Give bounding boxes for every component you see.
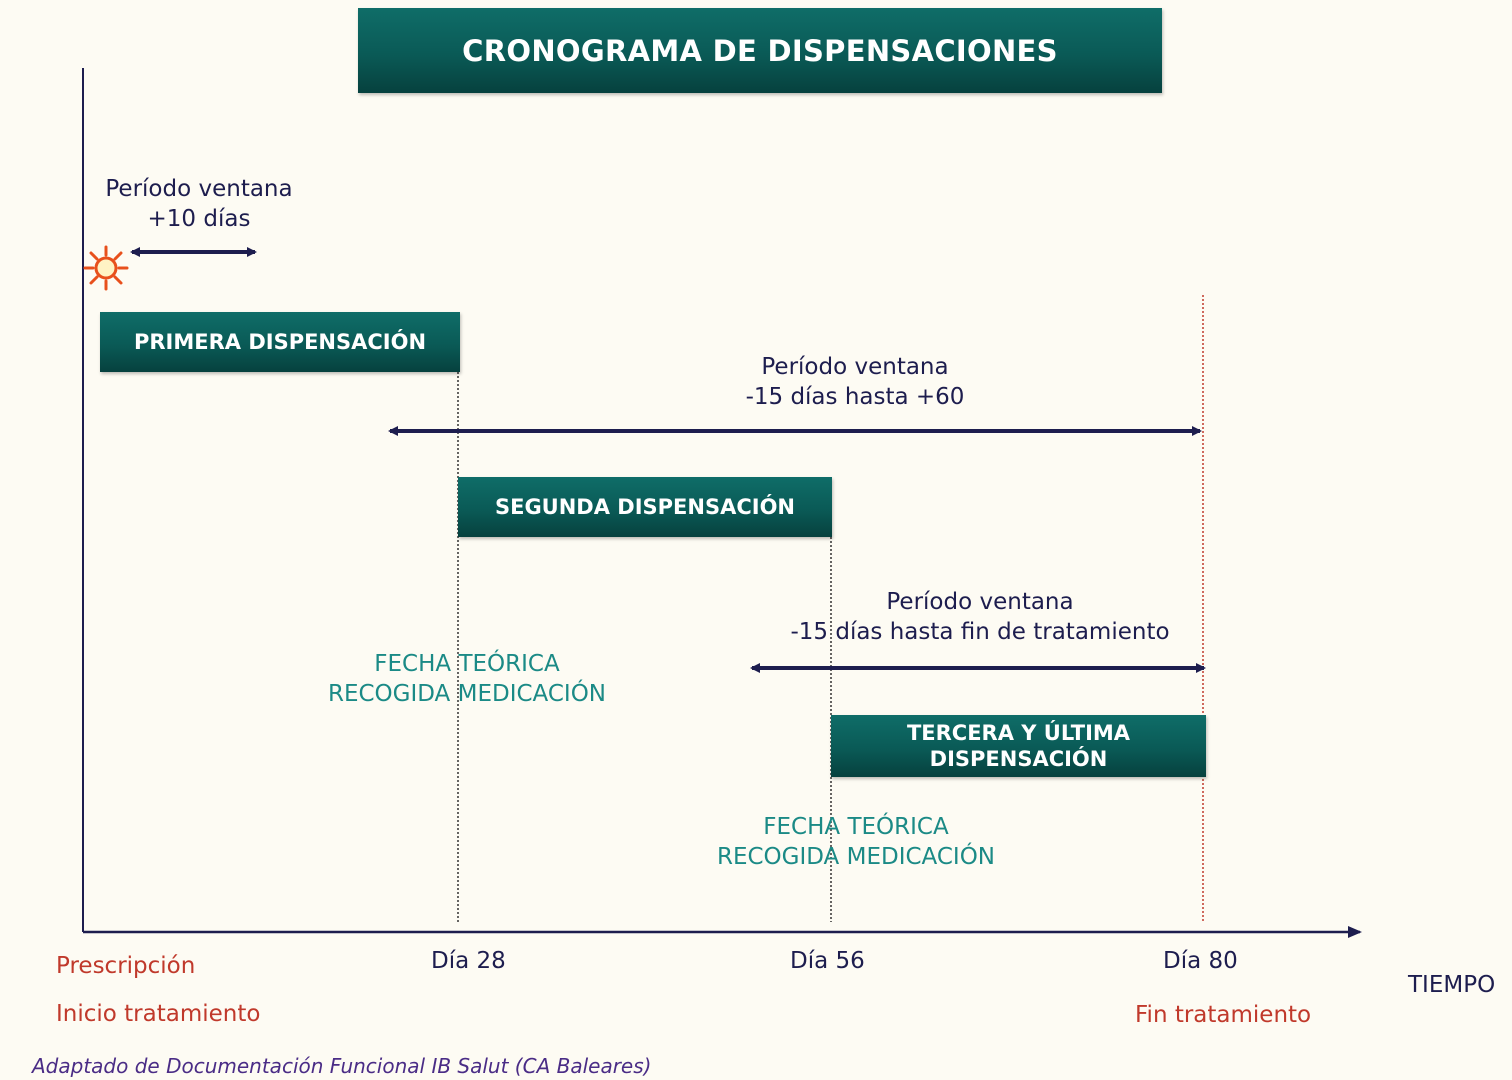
window-label-second-line2: -15 días hasta +60 [745,384,965,410]
theoretical-date-2-line1: FECHA TEÓRICA [763,814,949,840]
theoretical-date-1-line1: FECHA TEÓRICA [374,651,560,677]
window-label-second-line1: Período ventana [761,354,949,380]
window-label-second: Período ventana -15 días hasta +60 [700,352,1010,412]
theoretical-date-label-1: FECHA TEÓRICA RECOGIDA MEDICACIÓN [306,649,628,709]
theoretical-date-label-2: FECHA TEÓRICA RECOGIDA MEDICACIÓN [695,812,1017,872]
axis-label-end: Fin tratamiento [1135,1002,1312,1028]
theoretical-date-2-line2: RECOGIDA MEDICACIÓN [716,844,996,870]
window-label-first-line2: +10 días [147,206,251,232]
source-credit: Adaptado de Documentación Funcional IB S… [32,1054,652,1078]
axis-label-time: TIEMPO [1408,972,1496,998]
window-label-third-line1: Período ventana [886,589,1074,615]
third-dispensation-line2: DISPENSACIÓN [929,747,1108,771]
theoretical-date-1-line2: RECOGIDA MEDICACIÓN [327,681,607,707]
axis-label-day28: Día 28 [431,948,506,974]
first-dispensation-box: PRIMERA DISPENSACIÓN [100,312,460,372]
diagram-title: CRONOGRAMA DE DISPENSACIONES [358,8,1162,93]
second-dispensation-box: SEGUNDA DISPENSACIÓN [458,477,832,537]
third-dispensation-line1: TERCERA Y ÚLTIMA [906,721,1131,745]
axis-label-prescription: Prescripción [56,953,196,979]
window-label-first-line1: Período ventana [105,176,293,202]
window-label-third: Período ventana -15 días hasta fin de tr… [770,587,1190,647]
axis-label-start: Inicio tratamiento [56,1001,261,1027]
third-dispensation-box: TERCERA Y ÚLTIMA DISPENSACIÓN [831,715,1206,777]
axis-label-day56: Día 56 [790,948,865,974]
axis-label-day80: Día 80 [1163,948,1238,974]
window-label-third-line2: -15 días hasta fin de tratamiento [790,619,1170,645]
start-sun-icon [83,245,129,291]
window-label-first: Período ventana +10 días [96,174,302,234]
